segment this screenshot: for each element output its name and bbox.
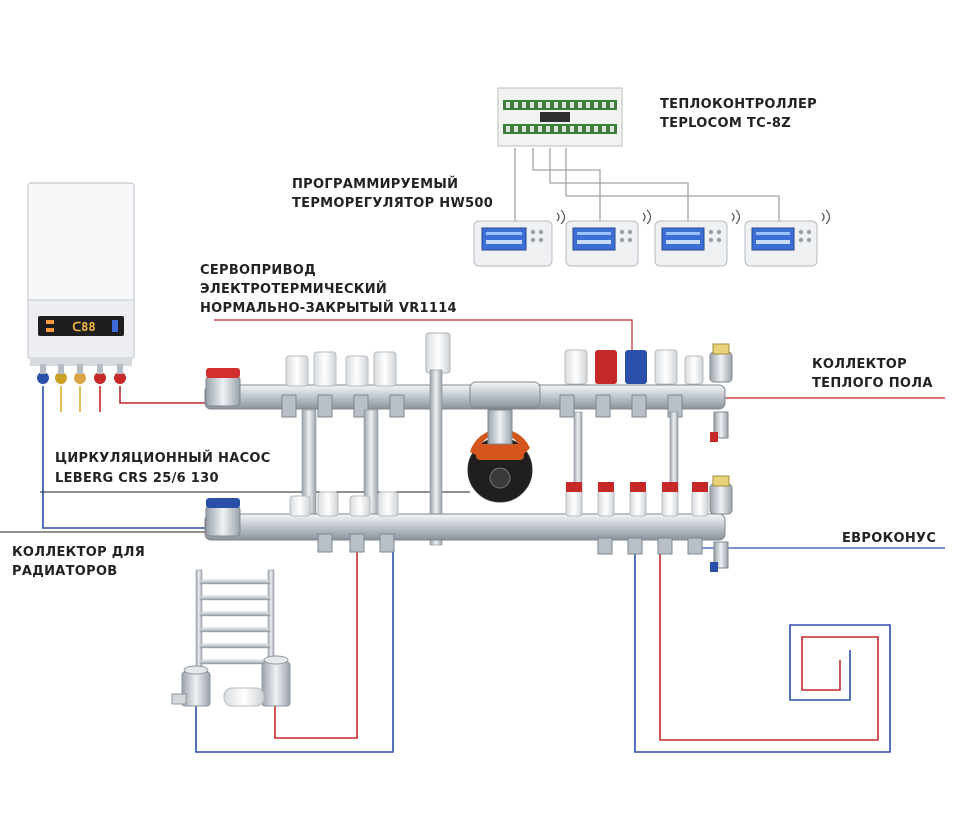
thermostat-label-line1: ПРОГРАММИРУЕМЫЙ xyxy=(292,176,458,192)
towel-radiator xyxy=(195,569,275,671)
pump-label-line1: ЦИРКУЛЯЦИОННЫЙ НАСОС xyxy=(55,450,271,466)
thermostat-label-line2: ТЕРМОРЕГУЛЯТОР HW500 xyxy=(292,196,493,211)
floor-collector-label-line2: ТЕПЛОГО ПОЛА xyxy=(812,376,933,391)
boiler-display-value: ᑕ88 xyxy=(72,320,95,334)
circulation-pump xyxy=(467,381,541,503)
controller-label-line1: ТЕПЛОКОНТРОЛЛЕР xyxy=(660,97,817,112)
actuator-label-line1: СЕРВОПРИВОД xyxy=(200,263,316,278)
riser-pipes xyxy=(301,369,679,546)
radiator-collector-label-line2: РАДИАТОРОВ xyxy=(12,564,118,579)
actuator-label-line2: ЭЛЕКТРОТЕРМИЧЕСКИЙ xyxy=(200,281,387,297)
return-manifold xyxy=(204,475,733,572)
floor-collector-label-line1: КОЛЛЕКТОР xyxy=(812,357,907,372)
actuator-label-line3: НОРМАЛЬНО-ЗАКРЫТЫЙ VR1114 xyxy=(200,300,457,316)
labels: ТЕПЛОКОНТРОЛЛЕР TEPLOCOM TC-8Z ПРОГРАММИ… xyxy=(12,97,936,579)
thermostat-4 xyxy=(744,209,831,267)
controller-label-line2: TEPLOCOM TC-8Z xyxy=(660,116,791,131)
boiler-outlets xyxy=(37,364,126,384)
thermostat-1 xyxy=(473,209,566,267)
controller-wires xyxy=(514,148,780,225)
thermostat-2 xyxy=(565,209,652,267)
radiator-collector-label-line1: КОЛЛЕКТОР ДЛЯ xyxy=(12,545,145,560)
gas-boiler: ᑕ88 xyxy=(27,182,135,366)
pipe-lines xyxy=(0,319,945,753)
teplocom-controller xyxy=(497,87,623,147)
servo-actuator xyxy=(425,332,451,374)
euroconus-label: ЕВРОКОНУС xyxy=(842,531,936,546)
supply-manifold xyxy=(204,332,733,442)
boiler-display xyxy=(38,316,124,336)
thermostat-3 xyxy=(654,209,741,267)
pump-label-line2: LEBERG CRS 25/6 130 xyxy=(55,471,219,486)
radiator-valves xyxy=(171,655,291,707)
